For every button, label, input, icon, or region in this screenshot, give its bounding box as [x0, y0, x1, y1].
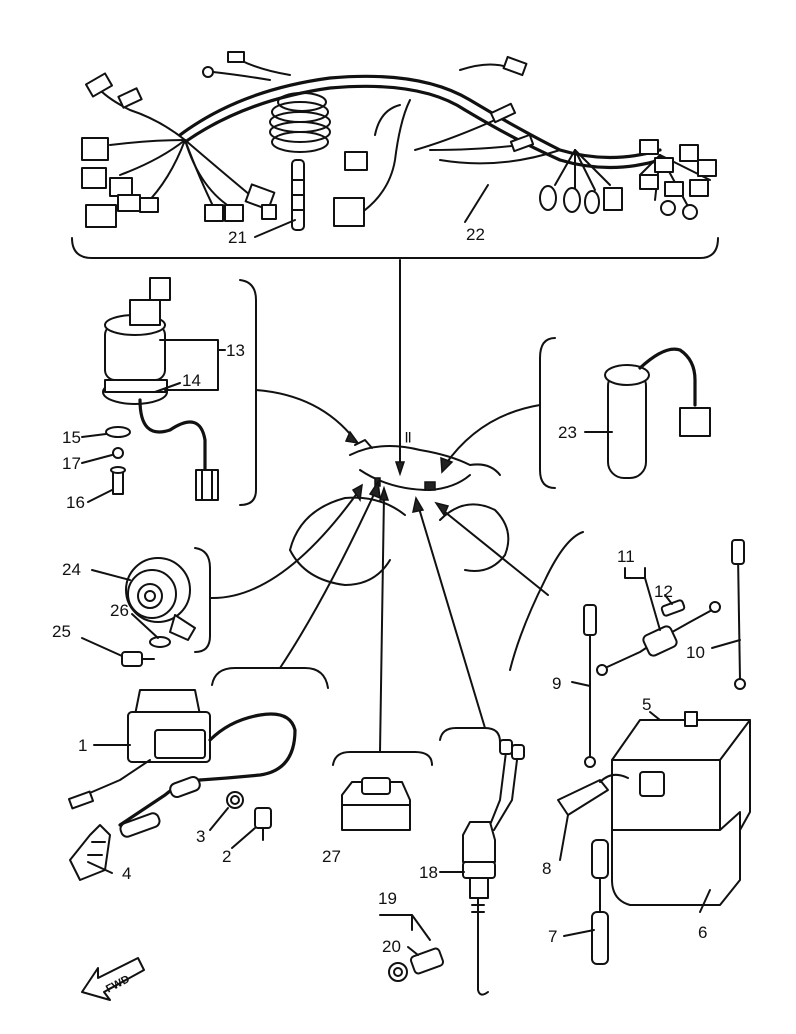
relay-group: 27: [322, 485, 433, 866]
callout-19: 19: [378, 889, 397, 908]
neutral-switch-group: 18 19 20: [378, 495, 525, 996]
callout-3: 3: [196, 827, 205, 846]
callout-24: 24: [62, 560, 81, 579]
callout-7: 7: [548, 927, 557, 946]
ignition-coil-group: 1 3 2 4: [67, 479, 381, 883]
callout-8: 8: [542, 859, 551, 878]
battery-group: 11 12 10 9 5 8 6 7: [434, 501, 751, 965]
callout-5: 5: [642, 695, 651, 714]
spiral-wrap: [269, 92, 331, 153]
harness-clamp-21: [291, 159, 305, 231]
callout-22: 22: [466, 225, 485, 244]
leader-21: [254, 219, 296, 238]
bulb-socket-cluster: [539, 149, 623, 214]
callout-26: 26: [110, 601, 129, 620]
callout-15: 15: [62, 428, 81, 447]
grip-group: 23: [440, 337, 711, 489]
callout-16: 16: [66, 493, 85, 512]
callout-10: 10: [686, 643, 705, 662]
connector-cluster-right: [639, 139, 717, 220]
callout-9: 9: [552, 674, 561, 693]
callout-25: 25: [52, 622, 71, 641]
relay-bracket: [332, 751, 433, 766]
callout-2: 2: [222, 847, 231, 866]
horn-group: 24 26 25: [52, 483, 363, 667]
neutral-bracket: [439, 727, 501, 743]
connector-cluster-left: [81, 72, 277, 228]
callout-4: 4: [122, 864, 131, 883]
switch-bracket: [239, 279, 257, 506]
callout-18: 18: [419, 863, 438, 882]
callout-1: 1: [78, 736, 87, 755]
grip-bracket: [539, 337, 556, 489]
harness-bracket: [71, 237, 719, 259]
leader-22: [464, 184, 489, 223]
callout-21: 21: [228, 228, 247, 247]
wire-harness-group: 21 22: [71, 51, 719, 477]
coil-bracket: [211, 667, 329, 689]
battery-bracket: [509, 531, 584, 671]
harness-trunk: [178, 74, 662, 160]
callout-6: 6: [698, 923, 707, 942]
callout-13: 13: [226, 341, 245, 360]
fwd-arrow: FWD: [81, 957, 145, 1001]
callout-14: 14: [182, 371, 201, 390]
callout-11: 11: [617, 547, 635, 566]
main-switch-group: 13 14 15 17 16: [62, 277, 360, 512]
callout-27: 27: [322, 847, 341, 866]
callout-12: 12: [654, 582, 673, 601]
svg-text:||: ||: [405, 431, 411, 443]
callout-17: 17: [62, 454, 81, 473]
callout-20: 20: [382, 937, 401, 956]
callout-23: 23: [558, 423, 577, 442]
horn-bracket: [194, 547, 211, 653]
